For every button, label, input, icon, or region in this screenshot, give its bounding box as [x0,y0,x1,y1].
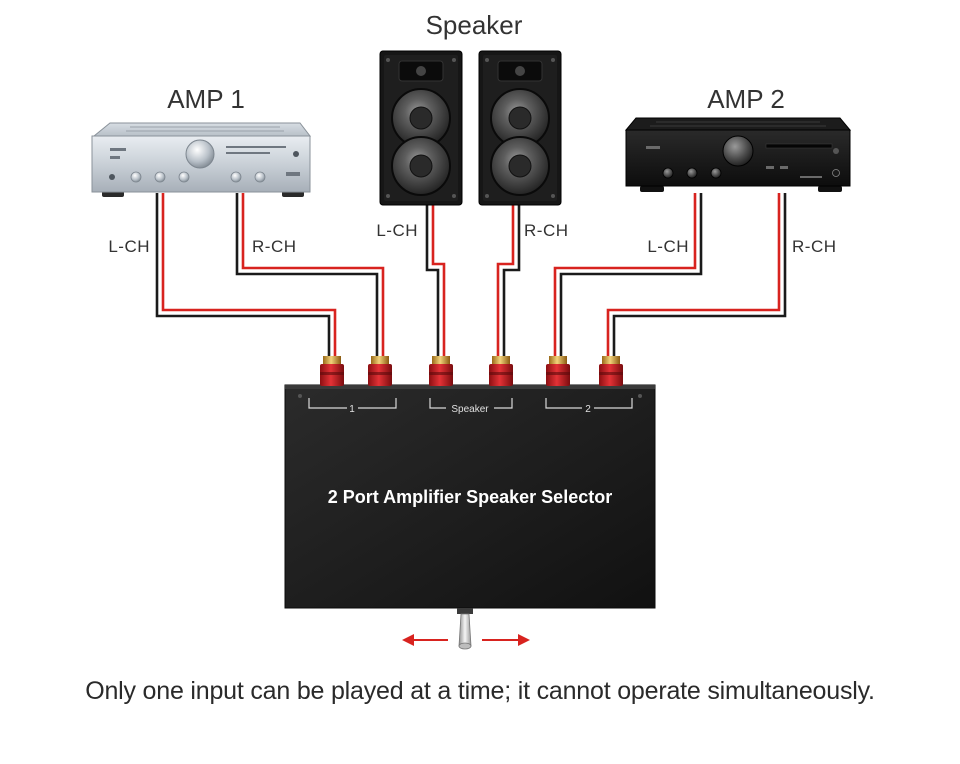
wires [155,193,787,368]
post-amp2-left [546,356,570,386]
arrow-left-icon [402,634,448,646]
wire-amp1-right-red [241,193,385,368]
amp1-label: AMP 1 [167,84,245,114]
arrow-right-icon [482,634,530,646]
post-speaker-right [489,356,513,386]
binding-posts [320,356,623,386]
speaker-right-label: R-CH [524,221,569,240]
post-speaker-left [429,356,453,386]
post-amp2-right [599,356,623,386]
post-amp1-left [320,356,344,386]
wire-speaker-left-red [431,204,446,368]
wire-amp1-left-red [161,193,337,368]
speaker-left-label: L-CH [376,221,418,240]
port-label-1: 1 [349,404,355,415]
post-amp1-right [368,356,392,386]
toggle-switch[interactable] [457,608,473,650]
speaker-right-cabinet [478,50,562,206]
wire-amp2-left-red [553,193,697,368]
amp2-left-label: L-CH [647,237,689,256]
wire-amp2-left-black [559,193,703,368]
amp2-volume-knob [722,135,754,167]
selector-box: 1 Speaker 2 2 Port Amplifier Speaker Sel… [284,384,656,609]
amp1-volume-knob [185,139,215,169]
port-label-speaker: Speaker [451,404,489,415]
speaker-label: Speaker [426,10,523,40]
amp2-device [624,117,852,192]
wire-amp2-right-black [612,193,787,368]
wire-amp2-right-red [606,193,781,368]
amp1-left-label: L-CH [108,237,150,256]
wire-amp1-right-black [235,193,379,368]
wire-speaker-right-red [496,204,515,368]
amp1-device [91,122,312,197]
caption: Only one input can be played at a time; … [85,677,875,705]
wire-speaker-right-black [502,204,521,368]
port-brackets [308,398,633,409]
amp2-right-label: R-CH [792,237,837,256]
device-title: 2 Port Amplifier Speaker Selector [328,487,612,507]
amp2-label: AMP 2 [707,84,785,114]
wire-amp1-left-black [155,193,331,368]
port-label-2: 2 [585,404,591,415]
wire-speaker-left-black [425,204,440,368]
amp1-right-label: R-CH [252,237,297,256]
speaker-left-cabinet [379,50,463,206]
